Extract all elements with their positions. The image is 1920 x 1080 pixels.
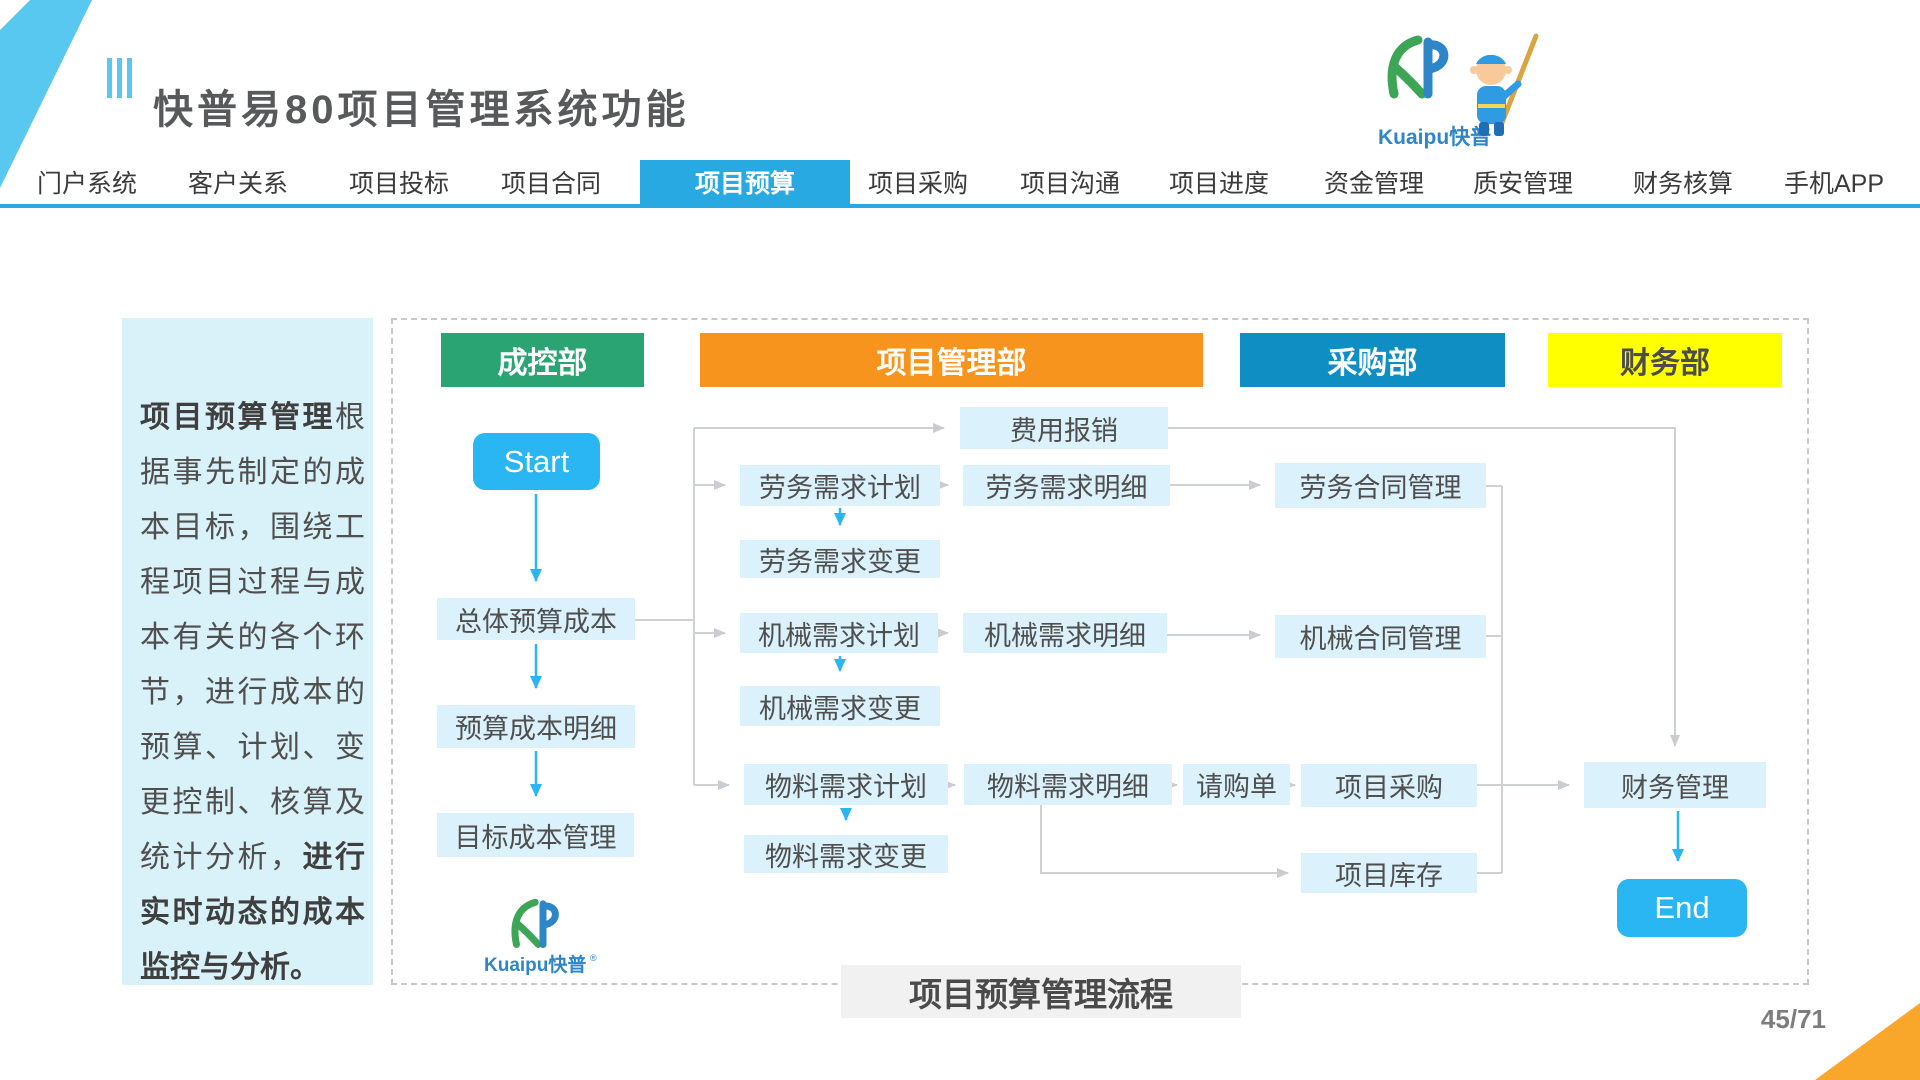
- node-material-demand-detail: 物料需求明细: [964, 764, 1172, 805]
- corner-decoration-orange: [1815, 1003, 1920, 1080]
- tab-project-procurement[interactable]: 项目采购: [867, 170, 968, 198]
- tab-fund-management[interactable]: 资金管理: [1323, 170, 1424, 198]
- tab-finance-accounting[interactable]: 财务核算: [1632, 170, 1733, 198]
- node-purchase-request: 请购单: [1183, 764, 1290, 805]
- description-lead: 项目预算管理: [140, 401, 335, 434]
- node-expense-reimbursement: 费用报销: [960, 407, 1168, 449]
- tab-quality-safety[interactable]: 质安管理: [1472, 170, 1573, 198]
- description-body: 根据事先制定的成本目标，围绕工程项目过程与成本有关的各个环节，进行成本的预算、计…: [140, 401, 365, 874]
- tab-project-progress[interactable]: 项目进度: [1168, 170, 1269, 198]
- description-panel: 项目预算管理根据事先制定的成本目标，围绕工程项目过程与成本有关的各个环节，进行成…: [122, 318, 373, 985]
- tab-project-budget[interactable]: 项目预算: [640, 160, 850, 204]
- node-total-budget-cost: 总体预算成本: [437, 598, 635, 640]
- node-labor-demand-change: 劳务需求变更: [740, 540, 940, 578]
- node-machine-demand-change: 机械需求变更: [740, 686, 940, 726]
- node-machine-contract-mgmt: 机械合同管理: [1275, 615, 1486, 658]
- end-node: End: [1617, 879, 1747, 937]
- tab-portal-system[interactable]: 门户系统: [36, 170, 137, 198]
- corner-decoration-cyan: [0, 0, 92, 188]
- kuaipu-logo: Kuaipu快普 ®: [1378, 33, 1539, 149]
- page-number: 45/71: [1760, 1004, 1826, 1034]
- node-budget-cost-detail: 预算成本明细: [437, 705, 635, 748]
- kp-monogram-icon: [511, 898, 559, 948]
- tab-project-contract[interactable]: 项目合同: [500, 170, 601, 198]
- title-bars-icon: [107, 58, 132, 98]
- module-nav: 门户系统 客户关系 项目投标 项目合同 项目预算 项目采购 项目沟通 项目进度 …: [0, 160, 1920, 208]
- tab-customer-relation[interactable]: 客户关系: [187, 170, 288, 198]
- tab-project-communication[interactable]: 项目沟通: [1019, 170, 1120, 198]
- start-node: Start: [473, 433, 600, 490]
- node-material-demand-plan: 物料需求计划: [744, 764, 948, 805]
- tab-mobile-app[interactable]: 手机APP: [1783, 170, 1885, 198]
- dept-project-management: 项目管理部: [700, 333, 1203, 387]
- node-machine-demand-plan: 机械需求计划: [740, 613, 938, 653]
- description-tail: 进行实时动态的成本监控与分析。: [140, 841, 365, 984]
- dept-cost-control: 成控部: [441, 333, 644, 387]
- dept-finance: 财务部: [1548, 333, 1782, 387]
- brand-text: Kuaipu快普: [484, 953, 586, 976]
- node-material-demand-change: 物料需求变更: [744, 835, 948, 873]
- registered-mark: ®: [590, 953, 597, 963]
- node-finance-mgmt: 财务管理: [1584, 762, 1766, 808]
- node-labor-contract-mgmt: 劳务合同管理: [1275, 463, 1486, 508]
- kp-monogram-icon: [1387, 35, 1449, 99]
- node-labor-demand-detail: 劳务需求明细: [963, 465, 1170, 506]
- kuaipu-watermark-logo: Kuaipu快普 ®: [484, 898, 597, 976]
- dept-procurement: 采购部: [1240, 333, 1505, 387]
- node-project-inventory: 项目库存: [1301, 853, 1477, 893]
- node-machine-demand-detail: 机械需求明细: [963, 613, 1167, 653]
- nav-underline: [0, 204, 1920, 208]
- node-labor-demand-plan: 劳务需求计划: [740, 465, 940, 506]
- mascot-icon: [1470, 33, 1539, 136]
- flowchart-caption: 项目预算管理流程: [841, 965, 1241, 1018]
- page-title: 快普易80项目管理系统功能: [153, 87, 690, 132]
- brand-text: Kuaipu快普: [1378, 125, 1491, 149]
- node-target-cost-mgmt: 目标成本管理: [437, 813, 634, 857]
- node-project-procurement: 项目采购: [1301, 764, 1477, 807]
- tab-project-bidding[interactable]: 项目投标: [348, 170, 449, 198]
